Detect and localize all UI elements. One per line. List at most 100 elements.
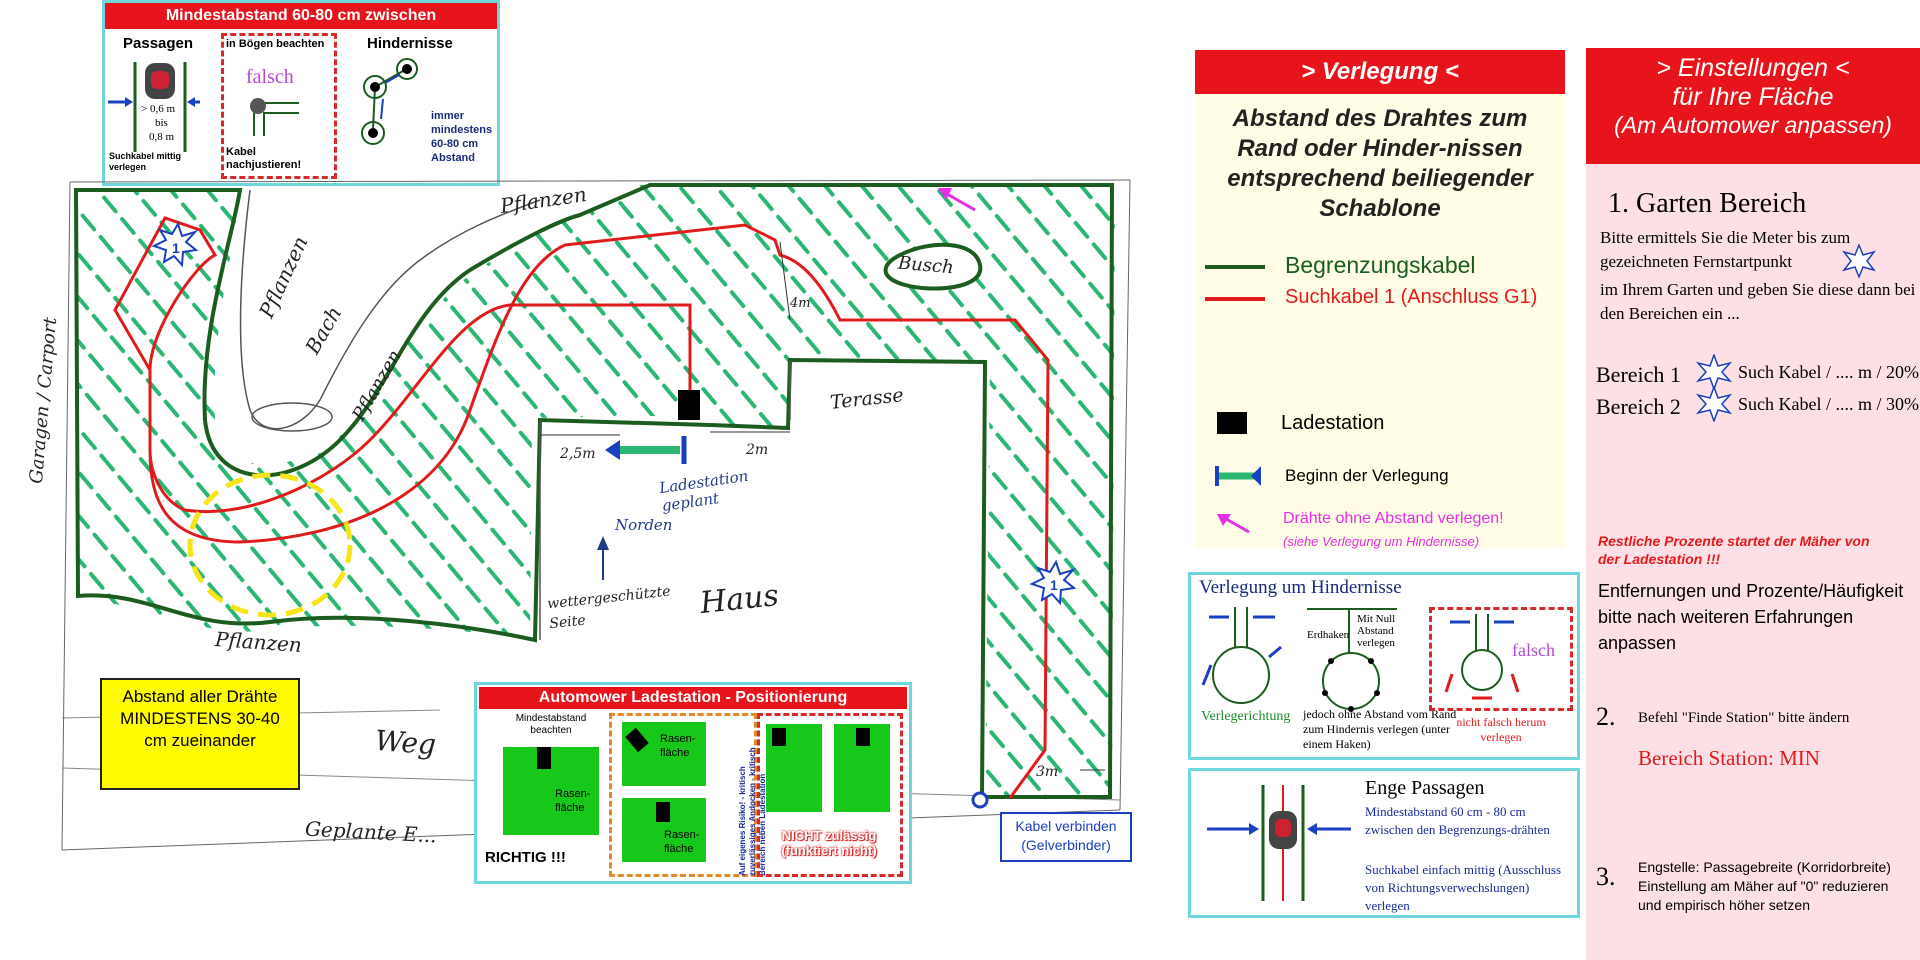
jedoch-label: jedoch ohne Abstand vom Rand zum Hindern… bbox=[1303, 707, 1457, 751]
ladestation-box: Automower Ladestation - Positionierung M… bbox=[474, 682, 912, 884]
s2-text: Befehl "Finde Station" bitte ändern bbox=[1638, 710, 1850, 726]
legend-magenta-swatch bbox=[1217, 514, 1250, 534]
nicht-station-2 bbox=[856, 728, 870, 746]
plan-3m: 3m bbox=[1036, 764, 1059, 780]
verlegung-header-text: > Verlegung < bbox=[1301, 58, 1459, 85]
plan-25m: 2,5m bbox=[560, 446, 596, 462]
plan-weg: Weg bbox=[373, 723, 438, 762]
star-number-1: 1 bbox=[172, 240, 180, 256]
ladestation-box-title: Automower Ladestation - Positionierung bbox=[479, 687, 907, 709]
plan-norden: Norden bbox=[615, 516, 673, 534]
richtig-panel: Mindestabstand beachten Rasen-fläche bbox=[481, 713, 601, 843]
erdhaken-label: Erdhaken bbox=[1307, 629, 1350, 641]
hindernisse-icon bbox=[361, 58, 418, 145]
plan-2m: 2m bbox=[746, 442, 769, 458]
bereich2-star-icon bbox=[1696, 386, 1732, 422]
richtig-station bbox=[537, 747, 551, 769]
dist1-label: > 0,6 m bbox=[141, 103, 176, 115]
bereich1-value: Such Kabel / .... m / 20% bbox=[1738, 362, 1919, 382]
verlegung-abstand-text: Abstand des Drahtes zum Rand oder Hinder… bbox=[1227, 105, 1533, 222]
hindernisse-falsch-label: falsch bbox=[1512, 640, 1555, 660]
einstellungen-header-l1: > Einstellungen < bbox=[1656, 54, 1850, 82]
tip-box-title: Mindestabstand 60-80 cm zwischen Begrenz… bbox=[105, 3, 497, 50]
hindernisse-title: Verlegung um Hindernisse bbox=[1199, 577, 1402, 598]
lawn-area bbox=[78, 185, 1115, 795]
boegen-panel: in Bögen beachten falsch Kabel nachjusti… bbox=[221, 33, 337, 179]
einstellungen-header-l2: für Ihre Fläche bbox=[1672, 83, 1834, 111]
hindernisse-box: Verlegung um Hindernisse Verlegerichtung… bbox=[1188, 572, 1580, 760]
hindernisse-falsch-panel: falsch bbox=[1429, 607, 1573, 711]
risiko-rasen-1: Rasen-fläche bbox=[660, 733, 696, 759]
suchkabel-label: Suchkabel mittig verlegen bbox=[109, 151, 182, 172]
s2-value: Bereich Station: MIN bbox=[1638, 746, 1820, 770]
bereich1-star-icon bbox=[1696, 354, 1732, 390]
kabel-verbinden-note: Kabel verbinden (Gelverbinder) bbox=[1000, 812, 1132, 862]
tip-box-spacing: Mindestabstand 60-80 cm zwischen Begrenz… bbox=[102, 0, 500, 186]
bis-label: bis bbox=[155, 117, 168, 129]
enge-mower-icon bbox=[1207, 785, 1351, 901]
falsch-label: falsch bbox=[246, 66, 294, 88]
boegen-label: in Bögen beachten bbox=[226, 38, 325, 50]
charging-station bbox=[678, 390, 700, 420]
verlegerichtung-label: Verlegerichtung bbox=[1201, 709, 1291, 724]
plan-4m: 4m bbox=[790, 296, 811, 311]
kabel-verbinden-text: Kabel verbinden (Gelverbinder) bbox=[1015, 818, 1117, 853]
legend-boundary-swatch bbox=[1205, 265, 1265, 269]
verlegung-body: Abstand des Drahtes zum Rand oder Hinder… bbox=[1195, 94, 1565, 549]
richtig-label: RICHTIG !!! bbox=[485, 849, 566, 866]
legend-magenta-label: Drähte ohne Abstand verlegen! bbox=[1283, 510, 1504, 527]
einstellungen-header: > Einstellungen < für Ihre Fläche (Am Au… bbox=[1586, 48, 1920, 164]
legend-magenta-sub: (siehe Verlegung um Hindernisse) bbox=[1283, 534, 1480, 549]
s1-text-b: im Ihrem Garten und geben Sie diese dann… bbox=[1600, 280, 1916, 323]
boundary-wire bbox=[73, 183, 1115, 799]
bereich2-value: Such Kabel / .... m / 30% bbox=[1738, 394, 1919, 414]
connector-circle bbox=[971, 791, 989, 809]
richtig-lawn bbox=[503, 747, 599, 835]
star-area1 bbox=[151, 221, 199, 268]
bereich1-label: Bereich 1 bbox=[1596, 362, 1681, 387]
dist2-label: 0,8 m bbox=[149, 131, 175, 143]
enge-text2: Suchkabel einfach mittig (Ausschluss von… bbox=[1365, 862, 1562, 913]
legend-search-swatch bbox=[1205, 297, 1265, 301]
risiko-station-2 bbox=[656, 802, 670, 822]
garden-plan bbox=[61, 179, 1131, 851]
enge-text1: Mindestabstand 60 cm - 80 cm zwischen de… bbox=[1365, 804, 1550, 837]
passagen-label: Passagen bbox=[123, 35, 194, 52]
abstand-note-text: Abstand aller Drähte MINDESTENS 30-40 cm… bbox=[120, 687, 280, 750]
s1-star-icon bbox=[1842, 244, 1876, 278]
nicht-label: NICHT zulässig (funktiert nicht) bbox=[781, 828, 877, 858]
hindernisse-label: Hindernisse bbox=[367, 35, 453, 52]
hindernisse-falsch-diagram bbox=[1444, 614, 1520, 700]
nicht-station-1 bbox=[772, 728, 786, 746]
s1-title: 1. Garten Bereich bbox=[1608, 188, 1807, 219]
curve-icon bbox=[250, 98, 299, 136]
hindernisse-diagram-1 bbox=[1201, 607, 1282, 704]
search-wire bbox=[113, 216, 1050, 799]
mindest-label: Mindestabstand beachten bbox=[515, 713, 587, 736]
s3-num: 3. bbox=[1596, 862, 1616, 891]
richtig-rasen: Rasen-fläche bbox=[555, 788, 591, 814]
legend-start-label: Beginn der Verlegung bbox=[1285, 466, 1449, 485]
s3-text: Engstelle: Passagebreite (Korridorbreite… bbox=[1638, 859, 1891, 913]
entfernungen-text: Entfernungen und Prozente/Häufigkeit bit… bbox=[1598, 581, 1904, 653]
legend-boundary-label: Begrenzungskabel bbox=[1285, 252, 1476, 278]
legend-start-swatch bbox=[1215, 466, 1261, 486]
immer-label: immer mindestens 60-80 cm Abstand bbox=[431, 110, 493, 164]
nicht-falsch-label: nicht falsch herum verlegen bbox=[1456, 715, 1546, 744]
restliche-text: Restliche Prozente startet der Mäher von… bbox=[1598, 533, 1870, 567]
hindernisse-diagram-2 bbox=[1307, 608, 1397, 712]
enge-box: Enge Passagen Mindestabstand 60 cm - 80 … bbox=[1188, 768, 1580, 918]
enge-title: Enge Passagen bbox=[1365, 777, 1485, 799]
spacing-highlight bbox=[187, 472, 353, 618]
passage-mower-icon bbox=[108, 62, 200, 152]
star-number-1b: 1 bbox=[1050, 577, 1058, 593]
legend-search-label: Suchkabel 1 (Anschluss G1) bbox=[1285, 286, 1538, 308]
busch-outline bbox=[883, 242, 983, 291]
risiko-rasen-2: Rasen-fläche bbox=[664, 829, 700, 855]
nicht-panel: NICHT zulässig (funktiert nicht) bbox=[757, 713, 903, 877]
risiko-panel: Rasen-fläche Rasen-fläche Auf eigenes Ri… bbox=[609, 713, 767, 877]
verlegung-header: > Verlegung < bbox=[1195, 50, 1565, 94]
einstellungen-panel: > Einstellungen < für Ihre Fläche (Am Au… bbox=[1586, 48, 1920, 960]
bach-outline bbox=[239, 189, 541, 430]
legend-station-label: Ladestation bbox=[1281, 412, 1385, 434]
